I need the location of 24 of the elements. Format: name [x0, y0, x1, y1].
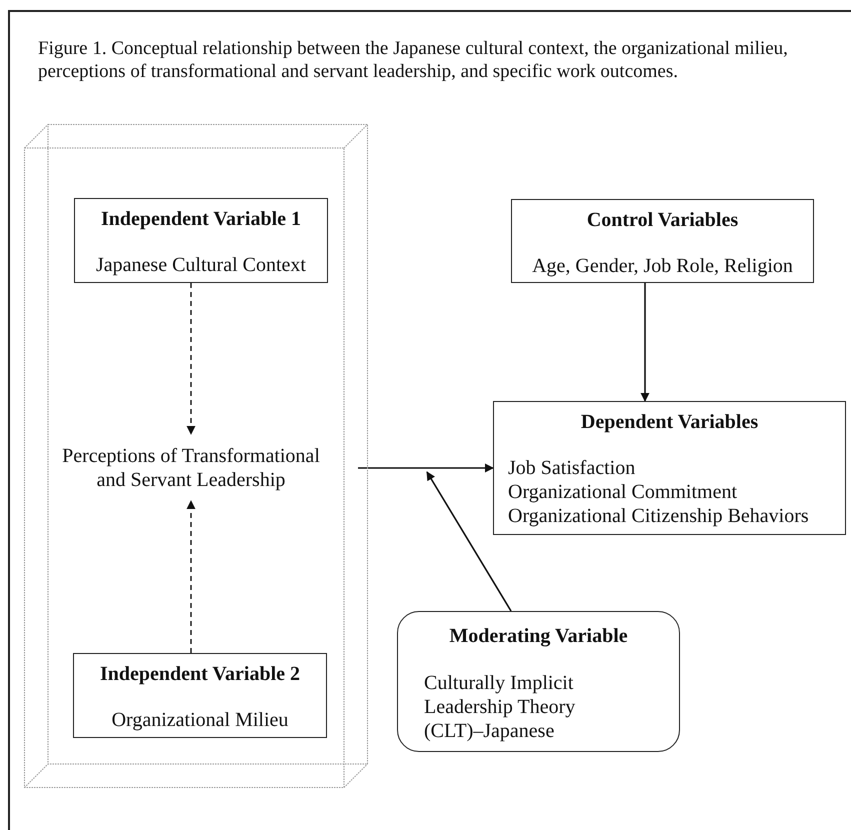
node-text: Perceptions of Transformational and Servant Leadership — [61, 444, 321, 492]
variable-heading: Independent Variable 2 — [100, 662, 300, 686]
figure-title: Figure 1. Conceptual relationship between the Japanese cultural context, the organizational milieu, perceptions of transformational and servant leadership, and specific work outcomes. — [38, 37, 788, 83]
variable-text: Job Satisfaction — [508, 456, 636, 480]
arrow — [426, 471, 512, 612]
variable-heading: Moderating Variable — [448, 624, 629, 648]
variable-text: Organizational Citizenship Behaviors — [508, 504, 810, 528]
arrow — [186, 283, 196, 435]
variable-heading: Dependent Variables — [580, 410, 760, 434]
variable-text: Organizational Commitment — [508, 480, 738, 504]
variable-heading: Control Variables — [586, 208, 738, 232]
variable-text: Culturally Implicit Leadership Theory (CLT)–Japanese — [424, 671, 576, 743]
variable-text: Japanese Cultural Context — [96, 253, 306, 277]
variable-text: Organizational Milieu — [112, 708, 288, 732]
arrow — [186, 500, 196, 653]
variable-text: Age, Gender, Job Role, Religion — [532, 254, 793, 278]
arrow — [640, 283, 650, 402]
variable-box — [74, 198, 328, 283]
variable-box — [493, 401, 846, 535]
variable-rounded-box — [397, 611, 680, 752]
variable-heading: Independent Variable 1 — [100, 207, 302, 231]
arrow — [358, 464, 494, 472]
variable-box — [511, 199, 814, 283]
variable-box — [73, 653, 327, 738]
